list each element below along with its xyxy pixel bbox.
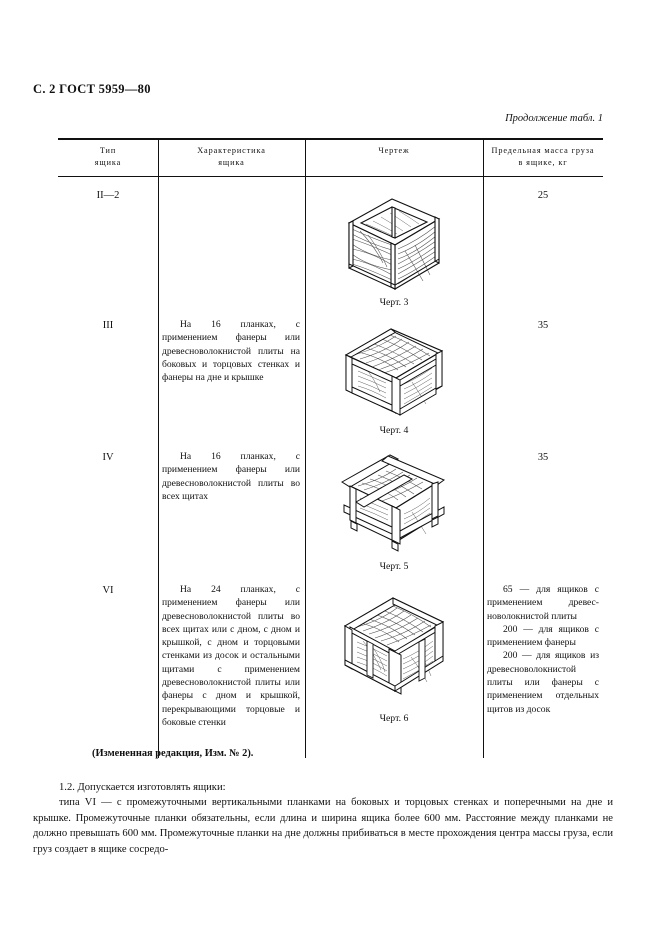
cell-box-type: IV [102, 452, 114, 463]
figure-caption: Черт. 4 [379, 425, 409, 436]
cell-characteristic: На 24 планках, с применением фанеры или … [162, 584, 300, 728]
box-with-skids-icon [341, 454, 446, 552]
column-header-type-line2: ящика [94, 158, 122, 167]
table-continuation-note: Продолжение табл. 1 [505, 113, 603, 124]
box-24-planks-icon [343, 597, 445, 695]
table-column-divider-3 [483, 138, 484, 758]
figure-caption: Черт. 5 [379, 561, 409, 572]
clause-heading: 1.2. Допускается изготовлять ящики: [59, 782, 226, 793]
mass-paragraph: 65 — для ящиков с применением древес­нов… [487, 584, 599, 622]
table-top-rule [58, 138, 603, 140]
column-header-drawing: Чертеж [305, 145, 483, 157]
cell-mass: 65 — для ящиков с применением древес­нов… [487, 583, 599, 716]
table-column-divider-1 [158, 138, 159, 758]
mass-paragraph: 200 — для ящиков с применением фане­ры [487, 623, 599, 649]
cell-drawing: Черт. 3 [305, 193, 483, 308]
column-header-mass-line2: в ящике, кг [518, 158, 568, 167]
amendment-note: (Измененная редакция, Изм. № 2). [92, 748, 254, 759]
clause-body: типа VI — с промежуточными вертикальными… [33, 797, 613, 855]
table-row: III [58, 320, 158, 331]
running-head: С. 2 ГОСТ 5959—80 [33, 82, 151, 96]
closed-box-16-planks-icon [344, 328, 444, 416]
column-header-mass-line1: Предельная масса груза [491, 146, 595, 155]
table-header-rule [58, 176, 603, 177]
cell-mass: 35 [537, 320, 549, 331]
column-header-type-line1: Тип [99, 146, 117, 155]
specification-table: Тип ящика Характеристика ящика Чертеж Пр… [58, 138, 603, 758]
cell-box-type: III [102, 320, 114, 331]
table-row: II—2 [58, 190, 158, 201]
figure-caption: Черт. 6 [379, 713, 409, 724]
table-row: IV [58, 452, 158, 463]
cell-drawing: Черт. 5 [305, 450, 483, 572]
cell-box-type: VI [102, 585, 114, 596]
cell-characteristic: На 16 планках, с применением фанеры или … [162, 319, 300, 384]
column-header-characteristic-line1: Характеристика [197, 146, 266, 155]
column-header-characteristic: Характеристика ящика [158, 145, 305, 169]
cell-drawing: Черт. 6 [305, 590, 483, 724]
column-header-mass: Предельная масса груза в ящике, кг [483, 145, 603, 169]
mass-paragraph: 200 — для ящиков из древесноволокни­стой… [487, 650, 599, 715]
table-row: VI [58, 585, 158, 596]
cell-characteristic: На 16 планках, с применением фанеры или … [162, 451, 300, 502]
figure-caption: Черт. 3 [379, 297, 409, 308]
cell-drawing: Черт. 4 [305, 324, 483, 436]
open-top-box-icon [347, 198, 441, 290]
column-header-drawing-line1: Чертеж [378, 146, 410, 155]
cell-box-type: II—2 [96, 190, 120, 201]
cell-mass: 25 [537, 190, 549, 201]
clause-text-block: 1.2. Допускается изготовлять ящики: типа… [33, 780, 613, 857]
column-header-characteristic-line2: ящика [218, 158, 245, 167]
table-column-divider-2 [305, 138, 306, 758]
column-header-type: Тип ящика [58, 145, 158, 169]
cell-mass: 35 [537, 452, 549, 463]
